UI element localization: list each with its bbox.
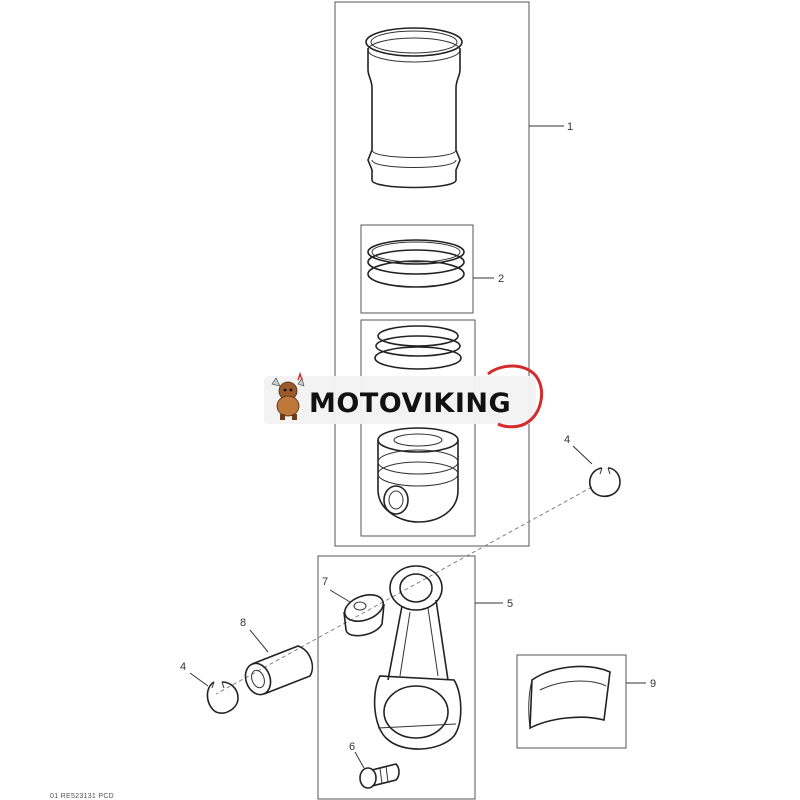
callout-2: 2 [498,273,504,285]
snap-ring-icon [206,681,239,714]
rod-bolt-icon [359,763,400,789]
snap-ring-icon [589,467,621,498]
callout-7: 7 [322,576,328,588]
rod-bearing-icon [528,665,611,730]
piston-icon [374,325,462,523]
callout-6: 6 [349,741,355,753]
callout-1: 1 [567,121,573,133]
cylinder-liner-icon [365,27,463,189]
ring-box-2 [360,224,474,314]
piston-ring-set-icon [367,239,465,288]
viking-mascot-icon [271,371,305,420]
callout-4-right: 4 [564,434,570,446]
kit-box-1 [334,1,530,547]
callout-8: 8 [240,617,246,629]
watermark-banner: MOTOVIKING [264,364,544,429]
callout-4-left: 4 [180,661,186,673]
callout-9: 9 [650,678,656,690]
piston-pin-icon [244,645,314,696]
watermark-text: MOTOVIKING [309,388,511,419]
callout-5: 5 [507,598,513,610]
piston-box-3 [360,319,476,537]
bearing-box-9 [516,654,627,749]
connecting-rod-icon [373,565,462,750]
rod-box-5 [317,555,476,800]
figure-caption: 01 RE523131 PCD [50,793,114,800]
alignment-line [215,486,593,695]
bushing-icon [343,594,385,637]
leader-lines [189,125,646,769]
